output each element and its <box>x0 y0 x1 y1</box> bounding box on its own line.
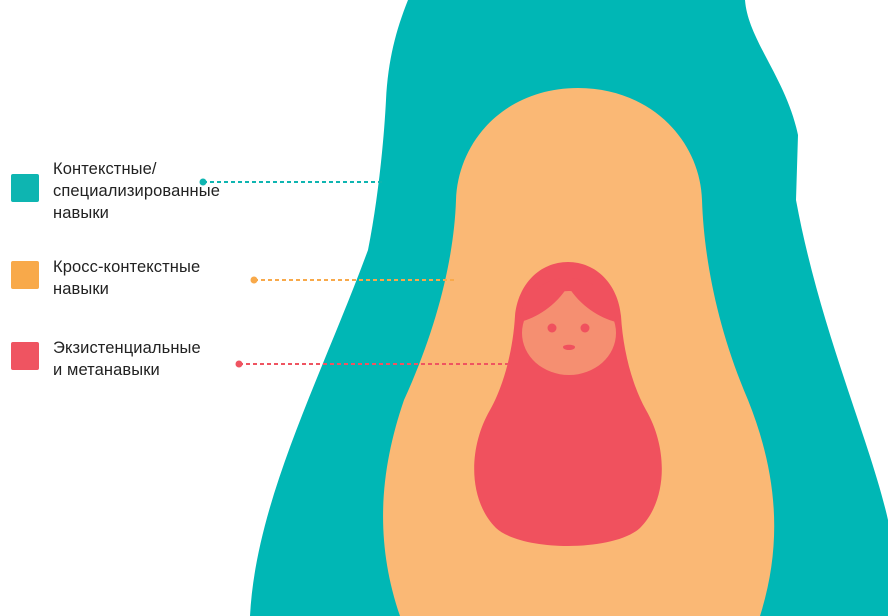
right-eye <box>581 324 590 333</box>
legend-item-context: Контекстные/ специализированные навыки <box>11 158 220 224</box>
doll-mouth <box>563 345 575 350</box>
legend-label-cross-context: Кросс-контекстные навыки <box>53 256 200 300</box>
legend-swatch-existential <box>11 342 39 370</box>
legend-item-existential: Экзистенциальные и метанавыки <box>11 337 201 381</box>
legend-swatch-context <box>11 174 39 202</box>
connector-dot-existential <box>236 361 243 368</box>
legend-label-existential: Экзистенциальные и метанавыки <box>53 337 201 381</box>
legend-item-cross-context: Кросс-контекстные навыки <box>11 256 200 300</box>
left-eye <box>548 324 557 333</box>
legend-swatch-cross-context <box>11 261 39 289</box>
legend-label-context: Контекстные/ специализированные навыки <box>53 158 220 224</box>
connector-dot-cross <box>251 277 258 284</box>
